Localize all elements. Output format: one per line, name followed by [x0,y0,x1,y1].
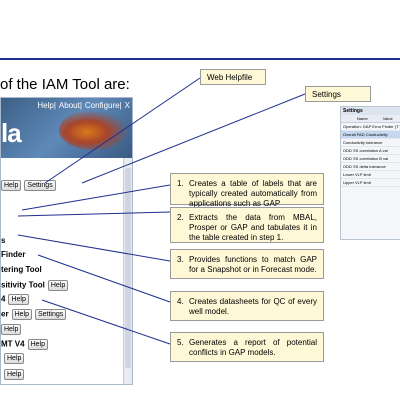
callout-1: 1. Creates a table of labels that are ty… [170,173,324,208]
callout-number: 4. [177,297,184,306]
tool-item-2[interactable]: s [1,236,5,245]
settings-row[interactable]: Operation: GAP Error Finder (T V [341,124,400,131]
web-helpfile-label: Web Helpfile [200,69,266,85]
tool-item-label[interactable]: MT V4 [1,339,25,349]
callout-number: 5. [177,338,184,347]
callout-text: Extracts the data from MBAL, Prosper or … [189,213,317,242]
leader-web-helpfile [44,77,201,184]
tool-banner: la Help|About|Configure|X [1,98,132,158]
callout-number: 1. [177,179,184,188]
callout-number: 3. [177,255,184,264]
slide-top-rule [0,58,400,60]
column-header-name: Name [357,116,368,121]
settings-button[interactable]: Settings [34,309,67,320]
tool-item-label: tering Tool [1,265,42,274]
tool-item-3[interactable]: Finder [1,250,25,259]
help-button[interactable]: Help [11,309,32,320]
help-button[interactable]: Help [1,180,22,191]
tool-logo: la [1,118,22,148]
tool-item-4[interactable]: tering Tool [1,265,42,274]
settings-row[interactable]: ODD SS correlation B val [341,155,400,163]
tool-item-8: Help [1,324,22,335]
callout-text: Generates a report of potential conflict… [189,338,317,357]
column-header-value: Value [382,116,393,121]
leader-settings [81,93,306,184]
menu-configure[interactable]: Configure [84,101,120,110]
callout-3: 3. Provides functions to match GAP for a… [170,249,324,279]
help-button[interactable]: Help [4,353,25,364]
callout-text: Creates a table of labels that are typic… [189,179,317,208]
settings-row[interactable]: Lower VLP limit [341,171,400,179]
settings-row[interactable]: ODD SS correlation A val [341,147,400,155]
help-button[interactable]: Help [1,324,22,335]
tool-item-11: Help [1,369,25,380]
help-button[interactable]: Help [4,369,25,380]
scroll-thumb[interactable] [125,168,131,368]
tool-item-10: Help [1,353,25,364]
callout-5: 5. Generates a report of potential confl… [170,332,324,362]
help-button[interactable]: Help [47,280,69,291]
settings-row[interactable]: Overall PAD Conductivity [341,131,400,139]
tool-item-label: s [1,236,6,245]
leader-callout-4 [37,254,171,303]
callout-text: Provides functions to match GAP for a Sn… [189,255,317,274]
tool-item-label[interactable]: sitivity Tool [1,280,45,290]
settings-row[interactable]: Conductivity tolerance [341,139,400,147]
tool-item-label: Finder [1,250,26,259]
settings-column-headers: Name Value [341,115,400,123]
callout-2: 2. Extracts the data from MBAL, Prosper … [170,207,324,243]
leader-callout-2 [17,211,171,217]
menu-about[interactable]: About [58,101,80,110]
menu-close[interactable]: X [124,101,130,110]
slide-title: of the IAM Tool are: [0,76,130,93]
settings-label: Settings [305,86,371,102]
leader-callout-5 [41,299,171,345]
settings-panel-title: Settings [341,107,400,115]
tool-item-label[interactable]: 4 [1,294,6,304]
settings-row[interactable]: Upper VLP limit [341,179,400,187]
callout-number: 2. [177,213,184,222]
leader-callout-3 [17,234,171,262]
help-button[interactable]: Help [27,339,48,350]
settings-panel: Settings Name Value Operation: GAP Error… [340,106,400,240]
vertical-scrollbar[interactable] [123,158,132,384]
banner-graphic [59,110,129,150]
tool-item-label[interactable]: er [1,309,9,319]
banner-menu: Help|About|Configure|X [37,101,130,110]
leader-callout-1 [21,184,171,211]
menu-help[interactable]: Help [37,101,54,110]
callout-4: 4. Creates datasheets for QC of every we… [170,291,324,321]
settings-row[interactable]: ODD SS delta tolerance [341,163,400,171]
settings-button[interactable]: Settings [24,180,56,191]
callout-text: Creates datasheets for QC of every well … [189,297,317,316]
help-button[interactable]: Help [8,294,29,305]
